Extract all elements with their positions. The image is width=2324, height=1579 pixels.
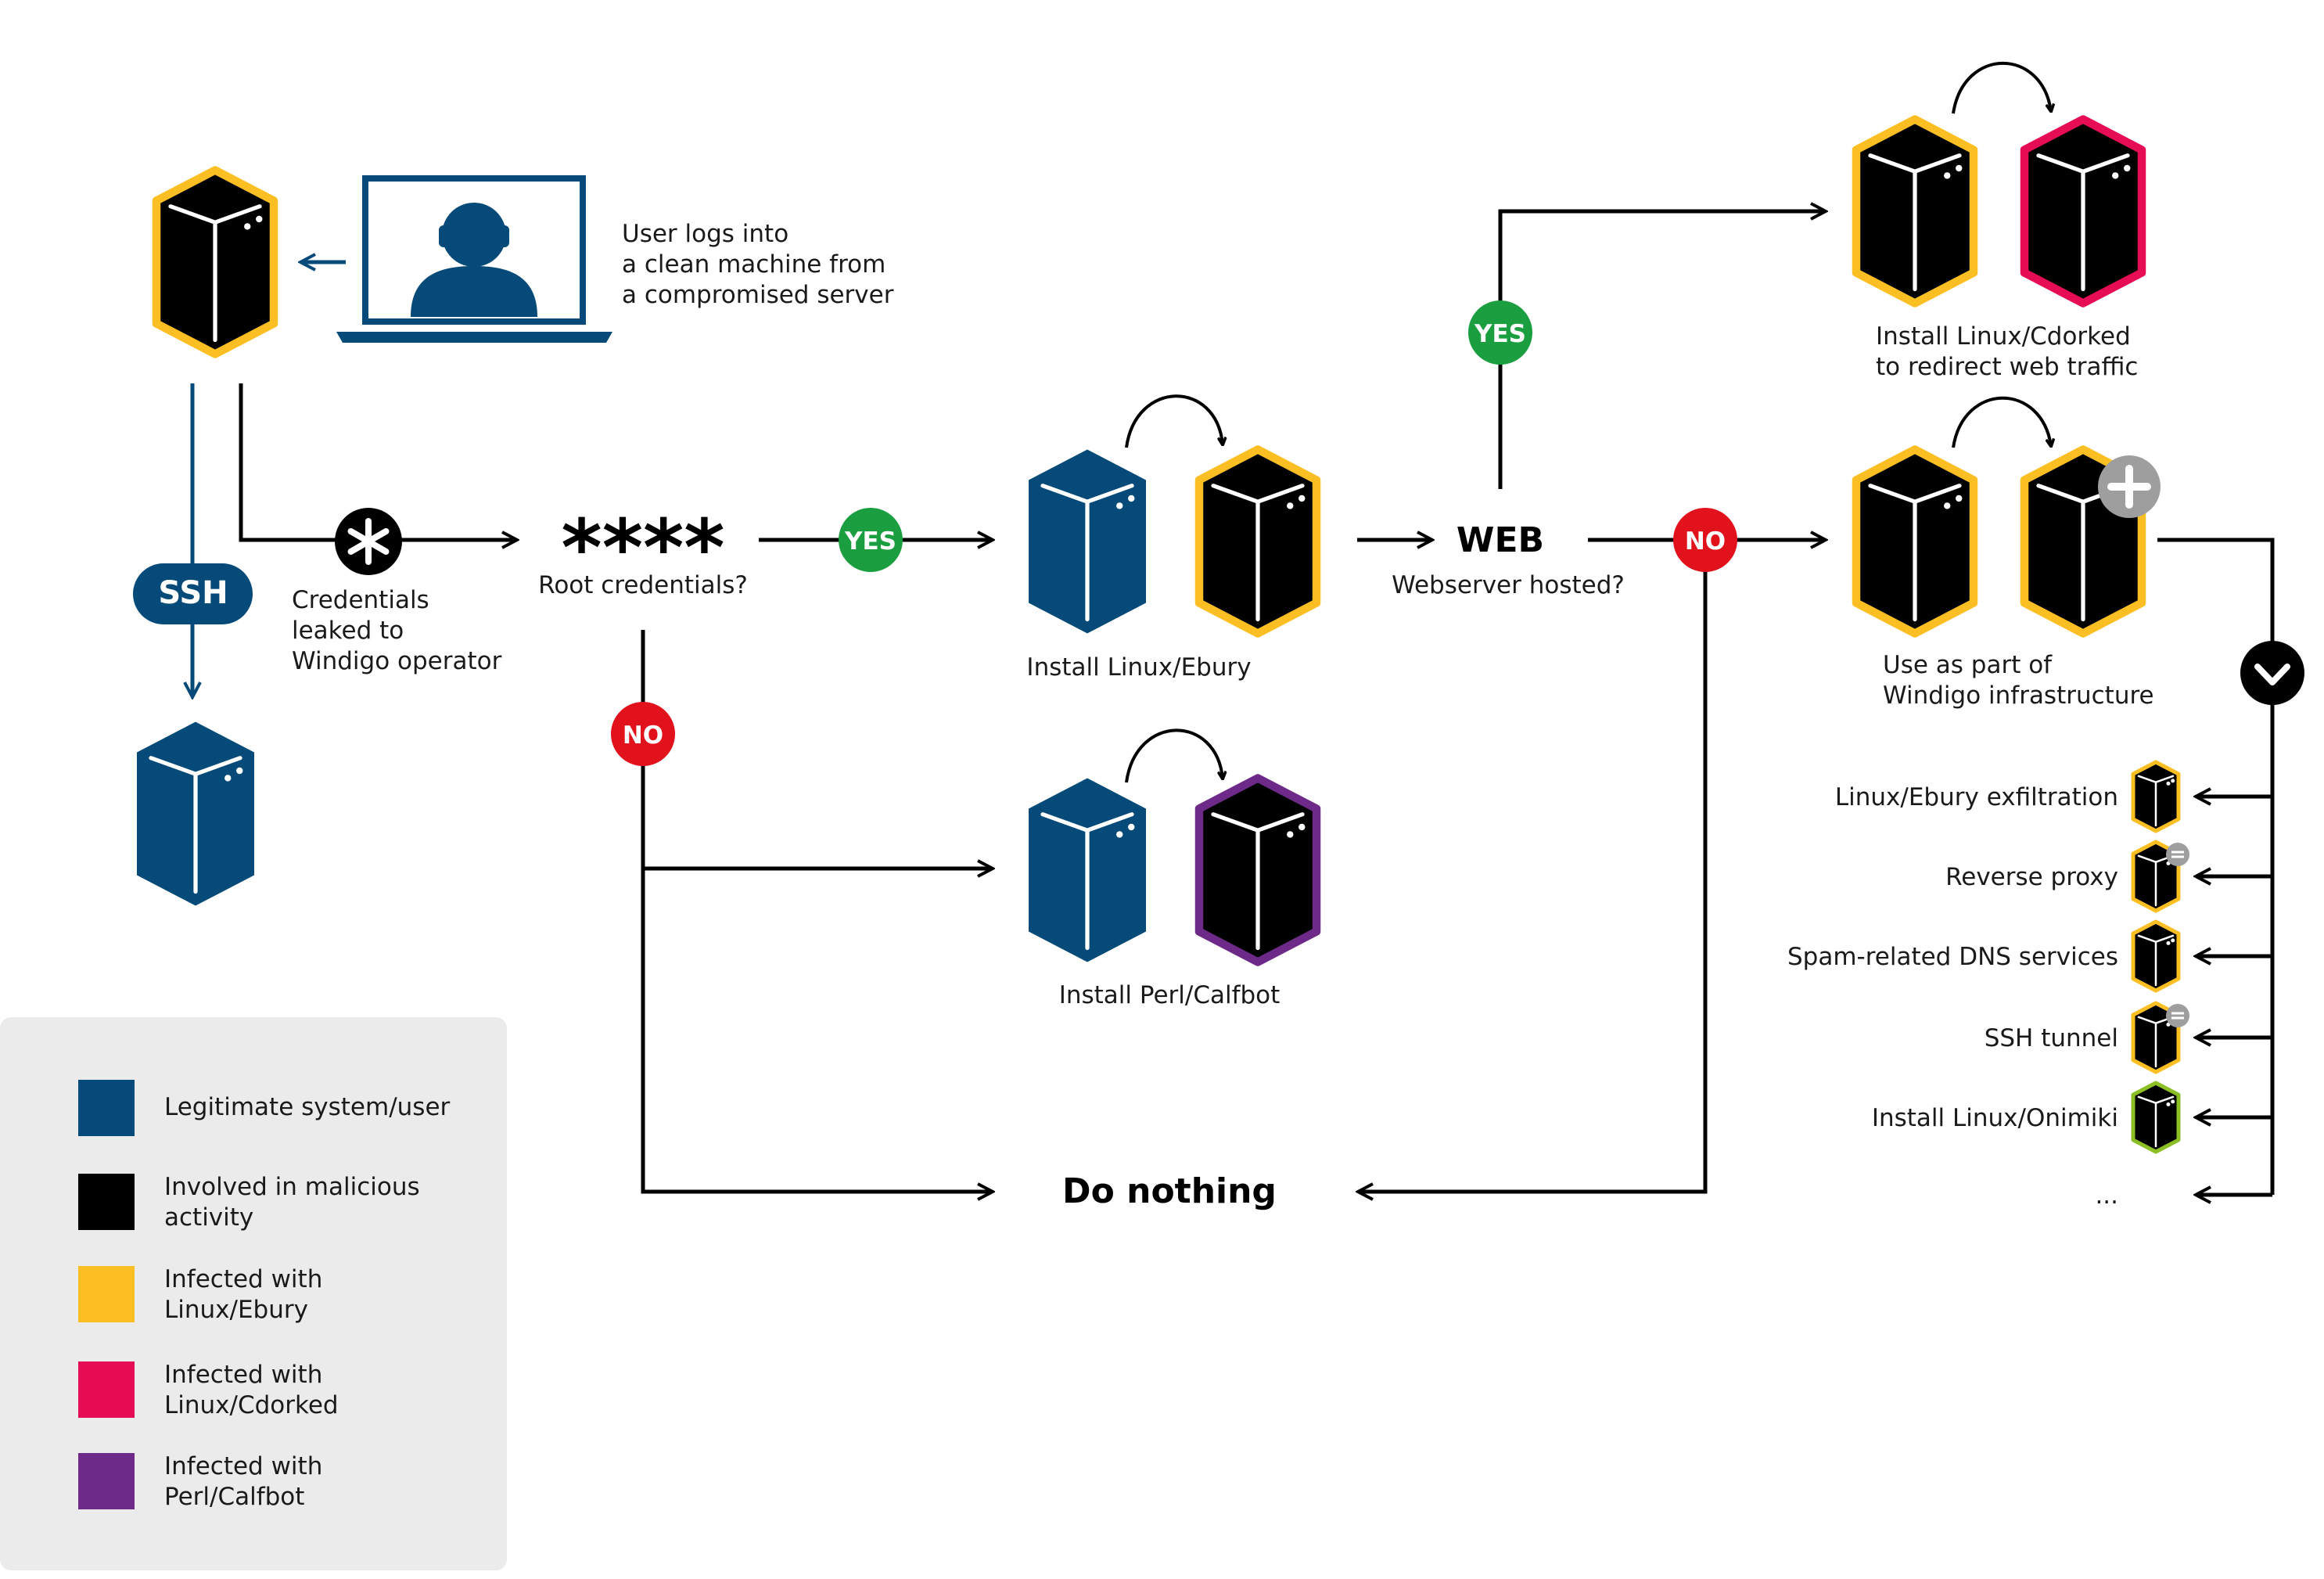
curved-arrow-windigo: [1952, 396, 2051, 448]
use-item: SSH tunnel: [1985, 1001, 2189, 1074]
chevron-down-icon: [2240, 641, 2304, 705]
use-item-server-icon: [2131, 1081, 2181, 1154]
use-item-label: ...: [2095, 1182, 2118, 1210]
connectors: [192, 211, 2275, 1195]
badge-web-no-text: NO: [1685, 527, 1726, 556]
use-item: Spam-related DNS services: [1787, 919, 2181, 993]
server-infected-ebury: [1194, 445, 1321, 638]
root-question: Root credentials?: [538, 571, 748, 599]
line-web-yes: [1498, 211, 1825, 489]
badge-root-no-text: NO: [623, 721, 663, 750]
install-calfbot-label: Install Perl/Calfbot: [1059, 981, 1281, 1009]
badge-web-no: NO: [1673, 508, 1737, 572]
use-item-server-icon: [2131, 919, 2181, 993]
line-root-no-calfbot: [641, 630, 992, 869]
server-compromised-source: [152, 166, 278, 358]
ssh-pill: SSH: [133, 563, 253, 624]
curved-arrow-calfbot: [1125, 728, 1223, 783]
credentials-asterisk-icon: [335, 508, 402, 575]
use-item-label: Linux/Ebury exfiltration: [1835, 783, 2118, 811]
line-no-to-nothing: [1359, 563, 1708, 1192]
line-credentials: [239, 383, 516, 540]
line-root-no-nothing: [641, 869, 992, 1192]
badge-root-no: NO: [611, 702, 675, 766]
curved-arrows: [1125, 62, 2051, 783]
server-ebury-before-cdorked: [1852, 115, 1978, 308]
line-infra-spine: [2157, 538, 2275, 1195]
web-question: Webserver hosted?: [1392, 571, 1625, 599]
use-item: Install Linux/Onimiki: [1872, 1081, 2181, 1154]
use-item: Linux/Ebury exfiltration: [1835, 760, 2181, 833]
server-clean-target: [137, 721, 254, 906]
curved-arrow-cdorked: [1952, 62, 2051, 114]
laptop-user-icon: [336, 175, 612, 343]
ssh-pill-text: SSH: [158, 575, 228, 611]
root-stars: ****: [561, 502, 724, 594]
server-legit-before-ebury: [1029, 449, 1146, 634]
legend-label: Infected with Linux/Ebury: [164, 1265, 323, 1324]
server-legit-before-calfbot: [1029, 778, 1146, 962]
minus-badge-icon: [2166, 1004, 2189, 1027]
legend-label: Infected with Linux/Cdorked: [164, 1361, 339, 1419]
server-ebury-before-windigo: [1852, 445, 1978, 638]
legend-swatch: [78, 1266, 135, 1322]
use-item-label: Reverse proxy: [1945, 863, 2118, 891]
do-nothing-label: Do nothing: [1062, 1171, 1277, 1211]
use-item: Reverse proxy: [1945, 840, 2189, 913]
badge-root-yes-text: YES: [844, 527, 896, 556]
badge-root-yes: YES: [839, 508, 903, 572]
use-item: ...: [2095, 1182, 2118, 1210]
web-label: WEB: [1457, 520, 1544, 560]
server-infected-cdorked: [2020, 115, 2146, 308]
legend-swatch: [78, 1080, 135, 1136]
legend-swatch: [78, 1174, 135, 1230]
use-item-label: Spam-related DNS services: [1787, 943, 2118, 971]
curved-arrow-ebury: [1125, 394, 1223, 448]
server-icons: [137, 115, 2161, 966]
legend-label: Involved in malicious activity: [164, 1173, 420, 1232]
plus-icon: [2098, 455, 2161, 518]
use-item-server-icon: [2131, 760, 2181, 833]
use-item-label: SSH tunnel: [1985, 1024, 2118, 1052]
badge-web-yes: YES: [1468, 300, 1532, 365]
legend-label: Infected with Perl/Calfbot: [164, 1452, 323, 1511]
legend-label: Legitimate system/user: [164, 1093, 451, 1121]
badge-web-yes-text: YES: [1474, 320, 1526, 348]
server-infected-calfbot: [1194, 774, 1321, 966]
legend-swatch: [78, 1361, 135, 1418]
install-ebury-label: Install Linux/Ebury: [1026, 653, 1251, 682]
legend-swatch: [78, 1453, 135, 1509]
minus-badge-icon: [2166, 843, 2189, 866]
use-item-label: Install Linux/Onimiki: [1872, 1104, 2118, 1132]
